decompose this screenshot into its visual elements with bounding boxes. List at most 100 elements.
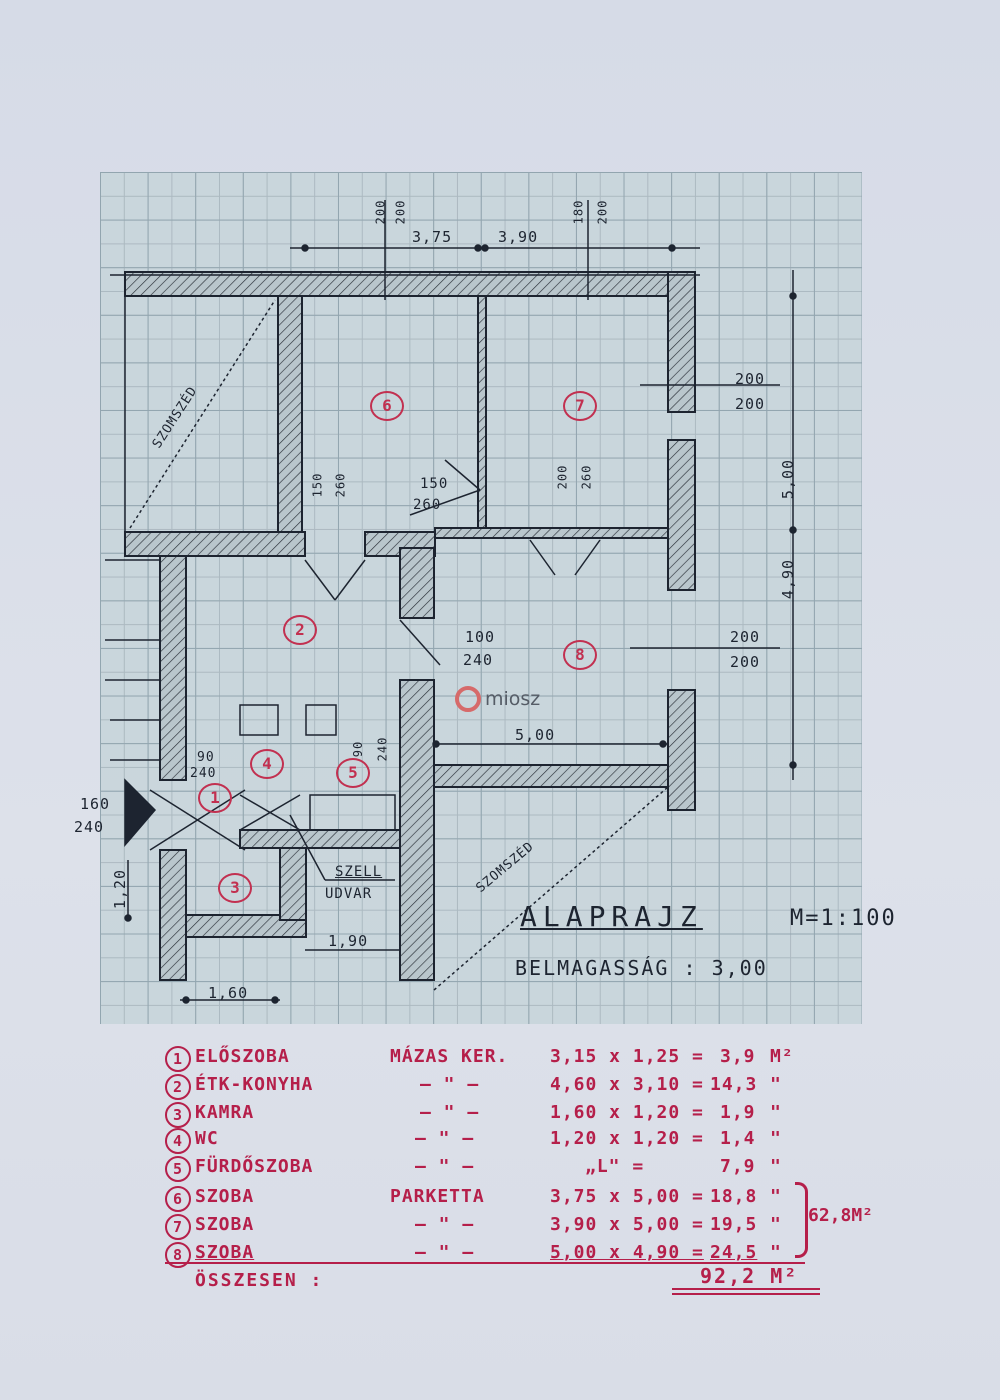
room-marker-8: 8 bbox=[563, 640, 597, 670]
total-underline-1 bbox=[672, 1288, 820, 1290]
area-calc: 4,60 x 3,10 = bbox=[550, 1074, 704, 1095]
dim-bath-door-b: 240 bbox=[375, 736, 390, 762]
room-name: KAMRA bbox=[195, 1102, 255, 1123]
area-unit: " bbox=[770, 1214, 782, 1235]
dim-top-window2-b: 200 bbox=[595, 199, 610, 225]
dim-room7-door-b: 260 bbox=[579, 464, 594, 490]
watermark-logo-icon bbox=[455, 686, 481, 712]
floor-type: — " — bbox=[415, 1214, 475, 1235]
area-unit: M² bbox=[770, 1046, 794, 1067]
area-unit: " bbox=[770, 1128, 782, 1149]
area-calc: „L" = bbox=[585, 1156, 645, 1177]
dim-lightwell-width: 1,90 bbox=[328, 932, 369, 950]
room-name: SZOBA bbox=[195, 1242, 255, 1263]
table-divider bbox=[165, 1262, 805, 1264]
dim-room6-door-b: 260 bbox=[413, 497, 442, 513]
dim-right-lower-window-a: 200 bbox=[730, 628, 761, 646]
dim-entry-door-a: 160 bbox=[80, 795, 111, 813]
row-number: 2 bbox=[165, 1074, 191, 1100]
area-unit: " bbox=[770, 1186, 782, 1207]
dim-room6-window-b: 260 bbox=[333, 472, 348, 498]
row-number: 4 bbox=[165, 1128, 191, 1154]
dim-room7-door-a: 200 bbox=[555, 464, 570, 490]
dim-room6-window-a: 150 bbox=[310, 472, 325, 498]
room-marker-3: 3 bbox=[218, 873, 252, 903]
room-name: SZOBA bbox=[195, 1186, 255, 1207]
total-label: ÖSSZESEN : bbox=[195, 1270, 324, 1291]
dim-top-window1-b: 200 bbox=[393, 199, 408, 225]
area-calc: 3,15 x 1,25 = bbox=[550, 1046, 704, 1067]
area-value: 19,5 bbox=[710, 1214, 758, 1235]
drawing-scale: M=1:100 bbox=[790, 906, 897, 931]
dim-room7-width: 3,90 bbox=[498, 228, 539, 246]
area-value: 18,8 bbox=[710, 1186, 758, 1207]
room-marker-6: 6 bbox=[370, 391, 404, 421]
row-number: 1 bbox=[165, 1046, 191, 1072]
area-value: 1,4 bbox=[720, 1128, 756, 1149]
dim-room8-door-b: 240 bbox=[463, 651, 494, 669]
rooms-subtotal: 62,8M² bbox=[808, 1205, 874, 1226]
area-calc: 3,75 x 5,00 = bbox=[550, 1186, 704, 1207]
room-marker-1: 1 bbox=[198, 783, 232, 813]
room-name: ÉTK-KONYHA bbox=[195, 1074, 314, 1095]
area-calc: 1,20 x 1,20 = bbox=[550, 1128, 704, 1149]
dim-room6-width: 3,75 bbox=[412, 228, 453, 246]
dim-right-lower-window-b: 200 bbox=[730, 653, 761, 671]
area-unit: " bbox=[770, 1156, 782, 1177]
dim-entry-door-b: 240 bbox=[74, 818, 105, 836]
watermark-text: miosz bbox=[485, 688, 541, 710]
lightwell-label-1: SZELL bbox=[335, 864, 383, 880]
area-unit: " bbox=[770, 1074, 782, 1095]
area-calc: 3,90 x 5,00 = bbox=[550, 1214, 704, 1235]
room-name: FÜRDŐSZOBA bbox=[195, 1156, 314, 1177]
area-calc: 5,00 x 4,90 = bbox=[550, 1242, 704, 1263]
dim-bath-door-a: 90 bbox=[351, 740, 366, 758]
floor-type: — " — bbox=[420, 1074, 480, 1095]
ceiling-height: BELMAGASSÁG : 3,00 bbox=[515, 956, 768, 980]
room-name: WC bbox=[195, 1128, 219, 1149]
dim-top-window2-a: 180 bbox=[571, 199, 586, 225]
area-calc: 1,60 x 1,20 = bbox=[550, 1102, 704, 1123]
dim-right-height-lower: 4,90 bbox=[779, 558, 798, 600]
area-value: 1,9 bbox=[720, 1102, 756, 1123]
row-number: 8 bbox=[165, 1242, 191, 1268]
floor-type: MÁZAS KER. bbox=[390, 1046, 509, 1067]
dim-right-height-upper: 5,00 bbox=[779, 458, 798, 500]
row-number: 7 bbox=[165, 1214, 191, 1240]
row-number: 3 bbox=[165, 1102, 191, 1128]
floor-type: — " — bbox=[420, 1102, 480, 1123]
dim-hall-door-a: 90 bbox=[197, 750, 215, 765]
floor-type: — " — bbox=[415, 1128, 475, 1149]
total-area: 92,2 M² bbox=[700, 1264, 799, 1288]
floor-type: — " — bbox=[415, 1156, 475, 1177]
drawing-title: ALAPRAJZ bbox=[520, 900, 703, 933]
row-number: 6 bbox=[165, 1186, 191, 1212]
floor-type: PARKETTA bbox=[390, 1186, 485, 1207]
row-number: 5 bbox=[165, 1156, 191, 1182]
dim-room8-width: 5,00 bbox=[515, 726, 556, 744]
area-value: 14,3 bbox=[710, 1074, 758, 1095]
dim-room6-door-a: 150 bbox=[420, 476, 449, 492]
watermark: miosz bbox=[455, 686, 540, 712]
room-marker-2: 2 bbox=[283, 615, 317, 645]
dim-pantry-depth: 1,20 bbox=[111, 868, 130, 910]
area-value: 24,5 bbox=[710, 1242, 758, 1263]
dim-pantry-width: 1,60 bbox=[208, 984, 249, 1002]
area-value: 3,9 bbox=[720, 1046, 756, 1067]
dim-room8-door-a: 100 bbox=[465, 628, 496, 646]
dim-right-upper-window-a: 200 bbox=[735, 370, 766, 388]
dim-right-upper-window-b: 200 bbox=[735, 395, 766, 413]
area-unit: " bbox=[770, 1102, 782, 1123]
floor-type: — " — bbox=[415, 1242, 475, 1263]
total-underline-2 bbox=[672, 1293, 820, 1295]
rooms-subtotal-brace bbox=[795, 1182, 808, 1258]
dim-hall-door-b: 240 bbox=[190, 766, 217, 781]
area-unit: " bbox=[770, 1242, 782, 1263]
room-marker-7: 7 bbox=[563, 391, 597, 421]
room-name: ELŐSZOBA bbox=[195, 1046, 290, 1067]
room-marker-4: 4 bbox=[250, 749, 284, 779]
dim-top-window1-a: 200 bbox=[373, 199, 388, 225]
lightwell-label-2: UDVAR bbox=[325, 886, 373, 902]
room-marker-5: 5 bbox=[336, 758, 370, 788]
